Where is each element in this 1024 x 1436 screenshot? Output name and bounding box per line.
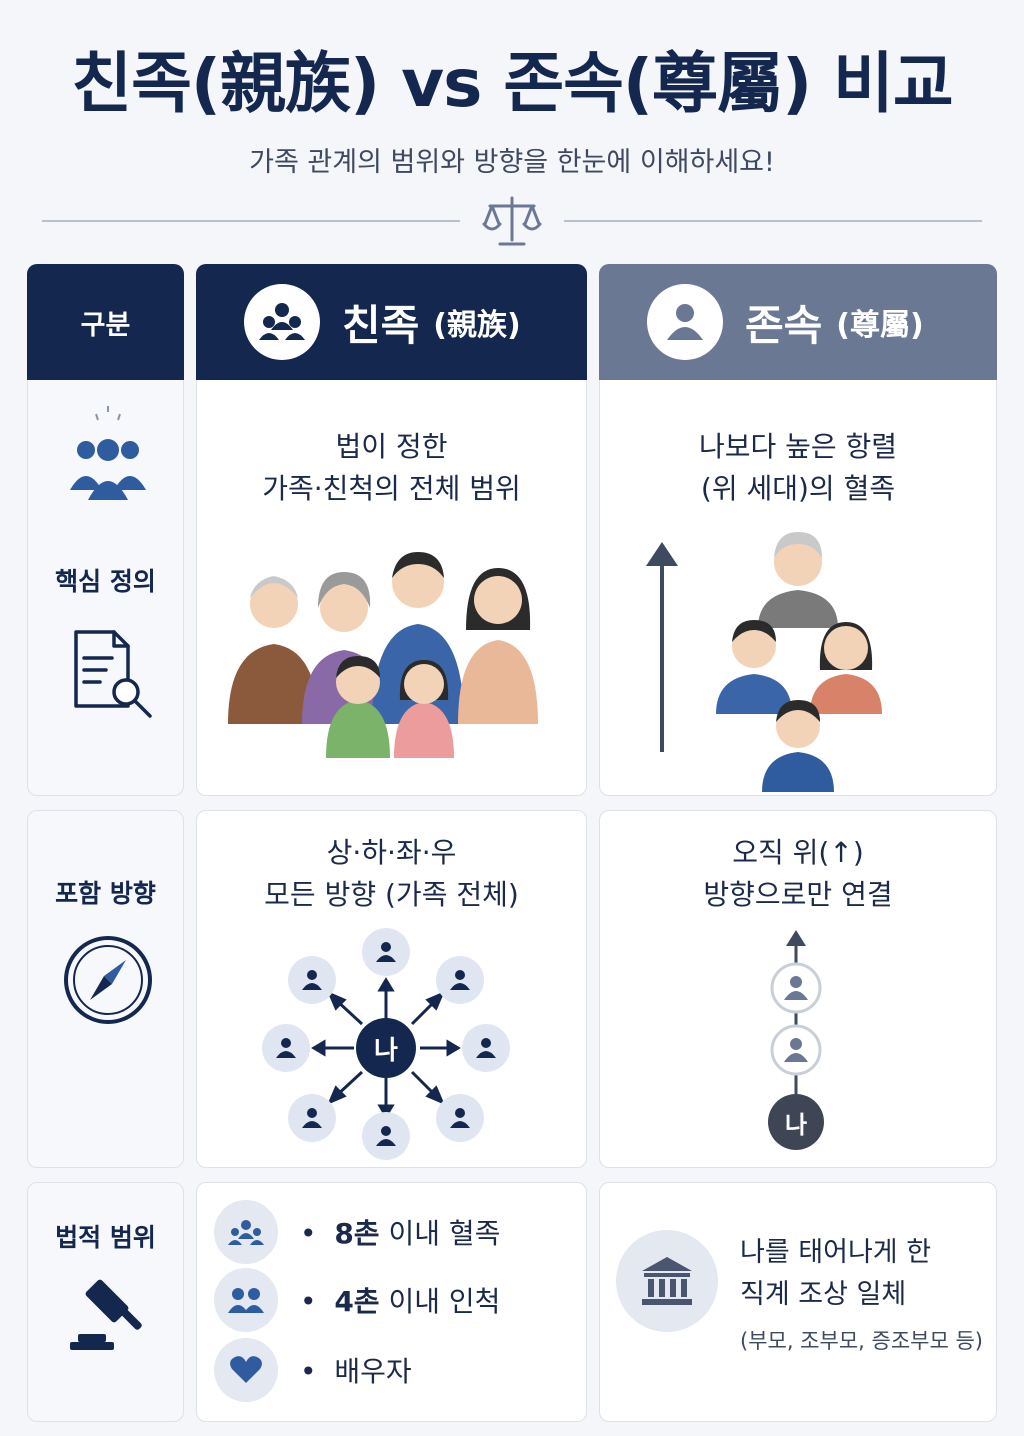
relative-node-top-right [436, 956, 484, 1004]
family-illustration [228, 552, 538, 758]
kin-definition-line1: 법이 정한 [335, 430, 448, 463]
label-panel-direction [27, 810, 184, 1168]
kin-legal-item-blood-bold: 8촌 [334, 1217, 380, 1250]
asc-legal-line1: 나를 태어나게 한 [740, 1237, 932, 1268]
asc-direction-line2: 방향으로만 연결 [703, 878, 893, 911]
bullet-dot: • [300, 1355, 317, 1388]
kin-legal-item-spouse-text: 배우자 [334, 1355, 412, 1388]
asc-direction-line1: 오직 위(↑) [732, 836, 864, 869]
kin-legal-item-blood-text: 이내 혈족 [379, 1217, 501, 1250]
couple-icon [214, 1268, 278, 1332]
kin-header-title: 친족 [342, 300, 420, 350]
kin-legal-item-spouse: • 배우자 [214, 1338, 412, 1402]
group-icon [244, 284, 320, 360]
label-legal: 법적 범위 [55, 1223, 156, 1252]
document-search-icon [74, 630, 152, 718]
bullet-dot: • [300, 1217, 317, 1250]
category-header-label: 구분 [80, 309, 131, 341]
asc-header: 존속 (尊屬) [599, 264, 997, 380]
page-title: 친족(親族) vs 존속(尊屬) 비교 [71, 45, 953, 122]
kin-definition-text: 법이 정한 가족·친척의 전체 범위 [196, 426, 587, 510]
asc-legal-text: 나를 태어나게 한 직계 조상 일체 (부모, 조부모, 증조부모 등) [740, 1232, 983, 1362]
asc-legal-note: (부모, 조부모, 증조부모 등) [740, 1329, 983, 1353]
kin-direction-line2: 모든 방향 (가족 전체) [264, 878, 519, 911]
page-subtitle: 가족 관계의 범위와 방향을 한눈에 이해하세요! [249, 147, 775, 178]
people-icon [214, 1200, 278, 1264]
kin-direction-line1: 상·하·좌·우 [326, 836, 457, 869]
kin-legal-item-inlaw: • 4촌 이내 인척 [214, 1268, 500, 1332]
kin-definition-line2: 가족·친척의 전체 범위 [262, 472, 521, 505]
label-direction: 포함 방향 [55, 879, 156, 908]
relative-node-left [262, 1024, 310, 1072]
ancestor-illustration [716, 532, 882, 792]
gavel-icon [70, 1279, 142, 1350]
center-node-me: 나 [356, 1018, 416, 1078]
relative-node-bottom [362, 1112, 410, 1160]
relative-node-bottom-right [436, 1094, 484, 1142]
bullet-dot: • [300, 1285, 317, 1318]
radial-direction-arrows [311, 977, 461, 1119]
asc-me-node: 나 [768, 1094, 824, 1150]
relative-node-top-left [288, 956, 336, 1004]
family-group-icon [70, 406, 146, 500]
bank-icon [616, 1230, 718, 1332]
relative-node-top [362, 928, 410, 976]
kin-legal-item-inlaw-bold: 4촌 [334, 1285, 380, 1318]
asc-definition-line1: 나보다 높은 항렬 [698, 430, 898, 463]
asc-header-title: 존속 [745, 300, 823, 350]
kin-header: 친족 (親族) [196, 264, 587, 380]
arrow-up-icon [646, 542, 678, 752]
kin-legal-item-blood: • 8촌 이내 혈족 [214, 1200, 500, 1264]
category-header: 구분 [27, 264, 184, 380]
scale-icon [482, 196, 542, 246]
kin-header-hanja: (親族) [433, 308, 521, 343]
asc-direction-text: 오직 위(↑) 방향으로만 연결 [599, 832, 997, 916]
person-icon [647, 284, 723, 360]
asc-definition-text: 나보다 높은 항렬 (위 세대)의 혈족 [599, 426, 997, 510]
divider-right [564, 220, 982, 222]
relative-node-right [462, 1024, 510, 1072]
compass-icon [64, 936, 152, 1024]
heart-icon [214, 1338, 278, 1402]
relative-node-bottom-left [288, 1094, 336, 1142]
asc-header-hanja: (尊屬) [836, 308, 924, 343]
kin-legal-item-inlaw-text: 이내 인척 [379, 1285, 501, 1318]
divider-left [42, 220, 460, 222]
upward-chain [770, 930, 822, 1100]
asc-definition-line2: (위 세대)의 혈족 [700, 472, 896, 505]
asc-legal-line2: 직계 조상 일체 [740, 1279, 907, 1310]
kin-direction-text: 상·하·좌·우 모든 방향 (가족 전체) [196, 832, 587, 916]
label-definition: 핵심 정의 [55, 567, 156, 596]
